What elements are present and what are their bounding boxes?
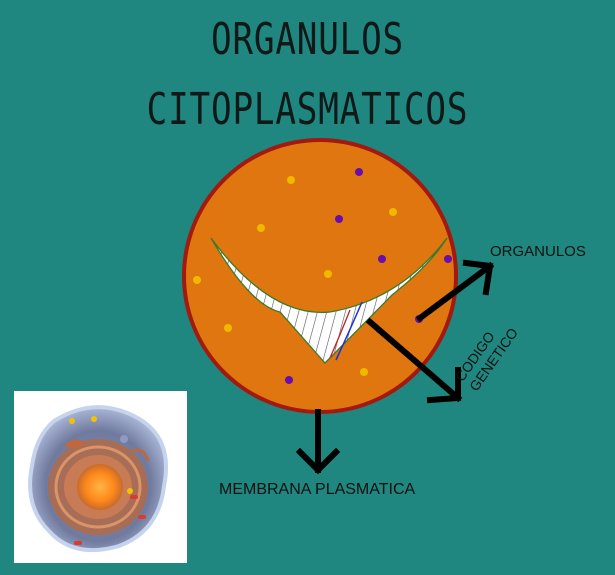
- organelles-purple: [285, 168, 452, 384]
- arrow-codigo-genetico: [365, 317, 463, 404]
- arrow-membrana: [295, 409, 341, 475]
- arrow-organulos: [415, 259, 495, 323]
- animal-cell-illustration: [14, 391, 187, 563]
- label-organulos: ORGANULOS: [490, 243, 586, 260]
- chromatin-region: [210, 237, 448, 364]
- dna-strand-red: [329, 309, 351, 359]
- label-membrana-plasmatica: MEMBRANA PLASMATICA: [219, 481, 416, 498]
- title-line-1: ORGANULOS: [210, 14, 404, 65]
- organelles-yellow: [193, 176, 397, 376]
- title-line-2: CITOPLASMATICOS: [146, 84, 469, 135]
- dna-strand-blue: [335, 301, 363, 361]
- animal-cell-icon: [28, 405, 168, 553]
